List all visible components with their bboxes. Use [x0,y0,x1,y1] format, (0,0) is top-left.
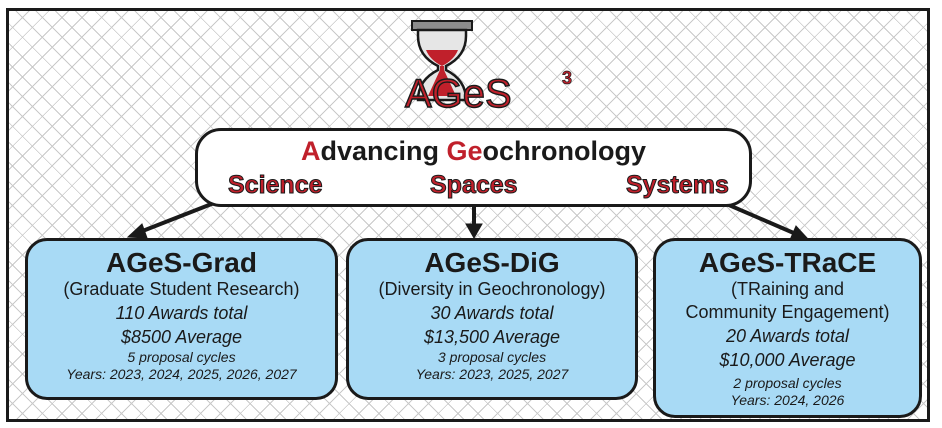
program-card-grad: AGeS-Grad (Graduate Student Research) 11… [25,238,338,400]
program-name: AGeS-TRaCE [698,247,877,278]
central-theme-box: Advancing Geochronology Science Spaces S… [195,128,752,207]
program-name: AGeS-DiG [424,247,560,278]
program-awards: 20 Awards total [725,326,850,346]
program-years: Years: 2023, 2024, 2025, 2026, 2027 [66,366,297,382]
pillar-spaces: Spaces [430,171,519,200]
program-average: $8500 Average [120,327,243,347]
program-name: AGeS-Grad [106,247,257,278]
title-part3: ochronology [482,136,647,166]
title-part1: dvancing [320,136,447,166]
central-title: Advancing Geochronology [198,136,749,167]
program-card-trace: AGeS-TRaCE (TRaining and Community Engag… [653,238,922,418]
program-average: $10,000 Average [719,350,856,370]
pillar-science: Science [228,171,324,200]
program-card-dig: AGeS-DiG (Diversity in Geochronology) 30… [346,238,638,400]
program-cycles: 3 proposal cycles [437,349,547,365]
program-subtitle: (Graduate Student Research) [63,279,300,299]
program-subtitle-line1: (TRaining and [730,279,845,299]
logo-wordmark: AGeS [404,71,512,116]
program-awards: 110 Awards total [115,303,248,323]
pillar-systems: Systems [626,171,730,200]
program-cycles: 5 proposal cycles [127,349,236,365]
program-average: $13,500 Average [423,327,561,347]
program-cycles: 2 proposal cycles [733,375,842,391]
program-awards: 30 Awards total [430,303,554,323]
program-years: Years: 2023, 2025, 2027 [415,366,569,382]
logo-superscript: 3 [562,68,573,89]
hourglass-icon [411,20,473,102]
program-years: Years: 2024, 2026 [730,392,845,408]
title-hl-ge: Ge [446,136,483,166]
program-subtitle: (Diversity in Geochronology) [378,279,606,299]
program-subtitle-line2: Community Engagement) [685,302,890,322]
title-hl-a: A [300,136,321,166]
